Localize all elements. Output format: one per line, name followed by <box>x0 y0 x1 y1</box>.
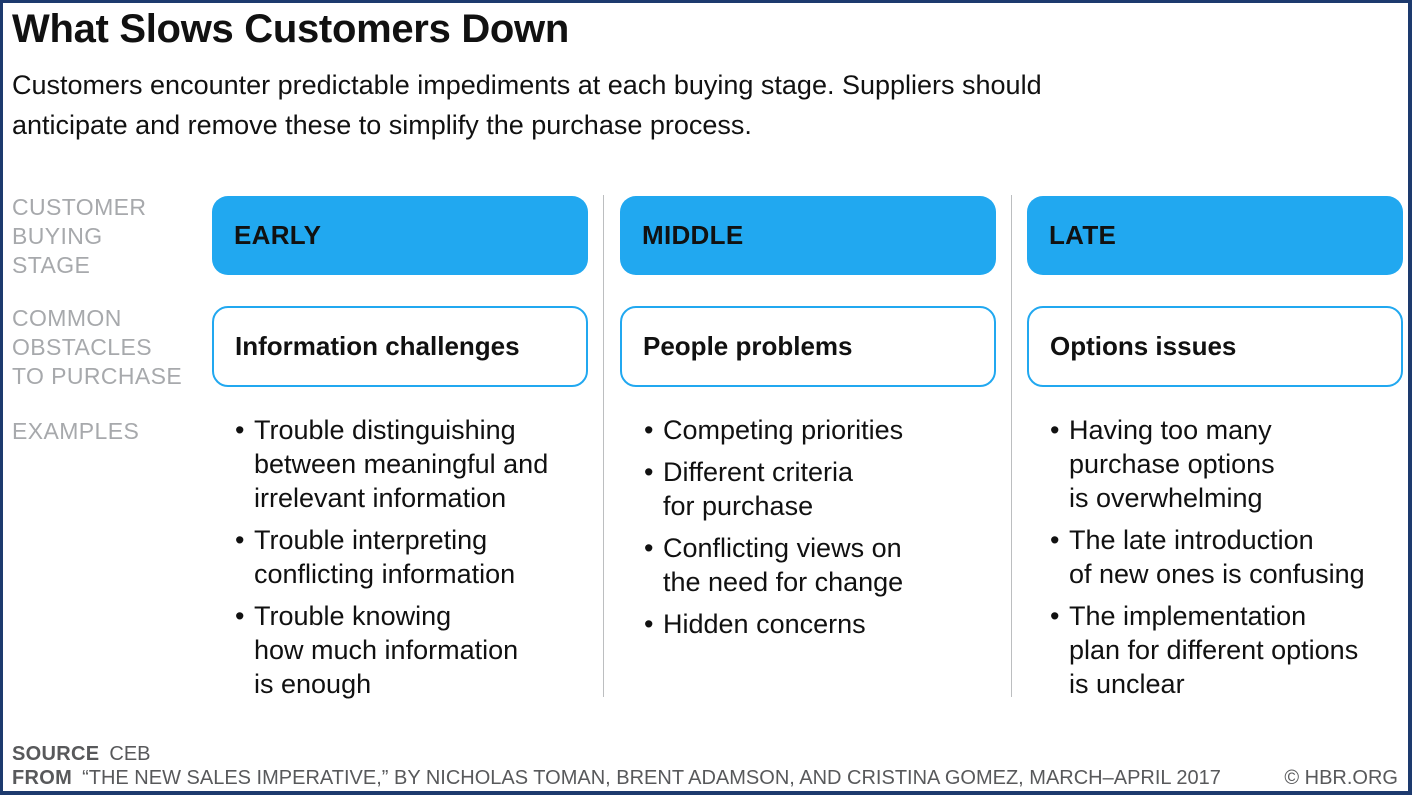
copyright-text: © HBR.ORG <box>1284 767 1398 789</box>
column-divider <box>603 195 604 697</box>
example-item: Trouble knowing how much information is … <box>235 599 548 701</box>
row-label-common-obstacles: COMMON OBSTACLES TO PURCHASE <box>12 305 183 389</box>
stage-middle-pill: MIDDLE <box>620 196 996 275</box>
example-item: Hidden concerns <box>644 607 903 641</box>
example-item: The implementation plan for different op… <box>1050 599 1365 701</box>
figure-subtitle: Customers encounter predictable impedime… <box>12 70 1042 140</box>
from-value: “THE NEW SALES IMPERATIVE,” BY NICHOLAS … <box>82 767 1221 789</box>
example-item: Different criteria for purchase <box>644 455 903 523</box>
source-key: SOURCE <box>12 743 100 765</box>
from-key: FROM <box>12 767 73 789</box>
example-item: The late introduction of new ones is con… <box>1050 523 1365 591</box>
example-item: Trouble distinguishing between meaningfu… <box>235 413 548 515</box>
obstacle-people-problems: People problems <box>620 306 996 387</box>
column-divider <box>1011 195 1012 697</box>
obstacle-information-challenges: Information challenges <box>212 306 588 387</box>
row-label-examples: EXAMPLES <box>12 418 140 444</box>
example-item: Competing priorities <box>644 413 903 447</box>
from-line: FROM “THE NEW SALES IMPERATIVE,” BY NICHO… <box>12 765 1221 791</box>
row-label-customer-buying-stage: CUSTOMER BUYING STAGE <box>12 194 147 278</box>
obstacle-options-issues: Options issues <box>1027 306 1403 387</box>
example-item: Trouble interpreting conflicting informa… <box>235 523 548 591</box>
source-value: CEB <box>109 743 151 765</box>
example-item: Conflicting views on the need for change <box>644 531 903 599</box>
examples-list-early: Trouble distinguishing between meaningfu… <box>235 413 548 709</box>
stage-late-pill: LATE <box>1027 196 1403 275</box>
examples-list-middle: Competing priorities Different criteria … <box>644 413 903 649</box>
figure-title: What Slows Customers Down <box>12 7 569 51</box>
source-line: SOURCE CEB <box>12 741 151 767</box>
stage-early-pill: EARLY <box>212 196 588 275</box>
example-item: Having too many purchase options is over… <box>1050 413 1365 515</box>
examples-list-late: Having too many purchase options is over… <box>1050 413 1365 709</box>
